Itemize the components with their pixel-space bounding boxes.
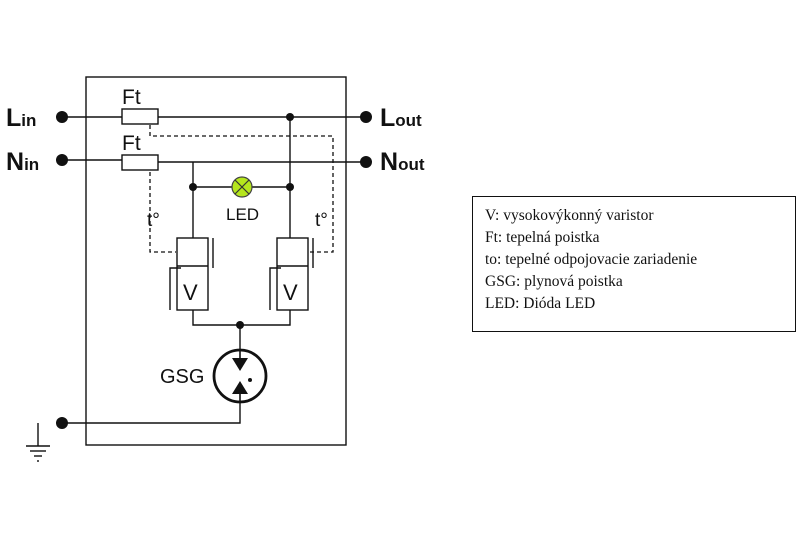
legend-item: to: tepelné odpojovacie zariadenie <box>485 251 698 268</box>
terminal-l-out-label: Lout <box>380 104 422 132</box>
terminal-n-out-dot <box>360 156 372 168</box>
terminal-n-out-label: Nout <box>380 148 425 176</box>
legend-item: LED: Dióda LED <box>485 295 596 312</box>
gsg-label: GSG <box>160 366 204 388</box>
junction-top <box>286 113 294 121</box>
terminal-l-in-dot <box>56 111 68 123</box>
legend-item: V: vysokovýkonný varistor <box>485 207 654 224</box>
device-enclosure <box>85 76 347 446</box>
fuse-bottom-label: Ft <box>122 132 141 155</box>
terminal-n-in-label: Nin <box>6 148 39 176</box>
gsg-icon <box>212 348 268 404</box>
terminal-l-out-dot <box>360 111 372 123</box>
legend-item: GSG: plynová poistka <box>485 273 623 290</box>
varistor-right-symbol <box>269 237 314 311</box>
led-icon <box>231 176 253 198</box>
junction-led-left <box>189 183 197 191</box>
ground-wire <box>62 402 241 424</box>
fuse-top-label: Ft <box>122 86 141 109</box>
ground-icon <box>26 445 50 462</box>
fuse-top-symbol <box>121 108 159 125</box>
legend-box: V: vysokovýkonný varistor Ft: tepelná po… <box>472 196 796 332</box>
led-label: LED <box>226 205 259 224</box>
thermal-right-label: t° <box>315 210 328 231</box>
thermal-left-label: t° <box>147 210 160 231</box>
thermal-dash-right <box>149 125 334 253</box>
varistor-right-label: V <box>283 280 298 305</box>
terminal-n-in-dot <box>56 154 68 166</box>
thermal-dash-left <box>149 172 176 253</box>
fuse-bottom-symbol <box>121 154 159 171</box>
varistor-left-label: V <box>183 280 198 305</box>
terminal-l-in-label: Lin <box>6 104 36 132</box>
junction-gsg <box>236 321 244 329</box>
junction-led-right <box>286 183 294 191</box>
legend-item: Ft: tepelná poistka <box>485 229 600 246</box>
